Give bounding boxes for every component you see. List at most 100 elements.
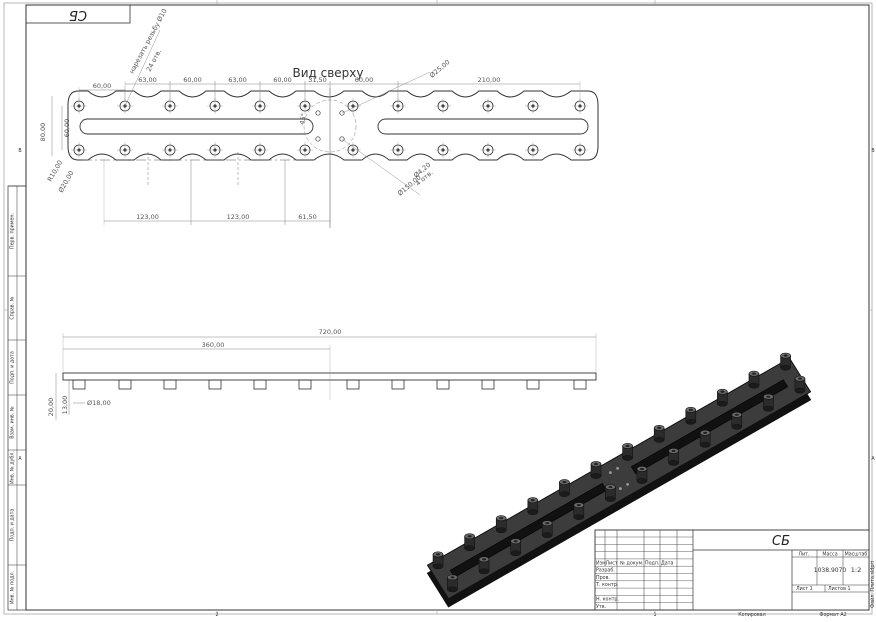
side-strip-label: Инв. № дубл. [10,451,16,484]
corner-stamp-box [25,4,131,24]
iso-pin-hole [562,480,567,484]
title-vert-note: Файл: Плита.sldprt [869,561,876,608]
title-lit: Лит. [798,552,809,558]
iso-pin-base [699,442,711,448]
isometric-view [427,352,811,608]
dimension-label: 60,00 [93,82,112,90]
title-scale: Масштаб [845,552,868,558]
side-pin [208,379,222,390]
side-pin [481,379,495,390]
title-role-cell: Н. контр. [596,597,619,603]
iso-pin-hole [639,467,644,471]
side-plate [62,372,597,381]
leader-line [341,138,421,196]
top-plate-outline [67,90,599,161]
dimension-label: Ø20,00 [57,169,76,194]
iso-center-hole [616,467,620,470]
iso-pin-hole [703,431,708,434]
side-pin [72,379,86,390]
dimension-label: 63,00 [228,76,247,84]
dimension-label: R10,00 [46,159,64,183]
format-label: Формат А2 [819,612,846,618]
iso-pin-hole [657,426,662,429]
title-mass: Масса [822,552,837,558]
side-strip-label: Инв. № подл. [10,571,16,604]
iso-pin-base [478,568,490,575]
iso-pin-base [717,400,728,407]
title-role-cell: Утв. [596,604,606,610]
dimension-label: 31,50 [308,76,327,84]
dimension-label: 123,00 [136,213,159,221]
dimension-label: 60,00 [355,76,374,84]
iso-pin-hole [608,485,613,489]
iso-pin-base [794,387,806,394]
dimension-label: 720,00 [319,328,342,336]
iso-pin-hole [671,449,676,453]
iso-pin-hole [467,535,472,538]
iso-pin-base [573,514,585,520]
iso-pin-hole [450,576,455,579]
side-pin [391,379,405,390]
iso-pin-hole [576,504,581,507]
side-pin [526,379,540,390]
dimension-label: 61,50 [298,213,317,221]
iso-center-hole [626,483,630,486]
iso-plate-top [427,357,811,600]
side-pin [346,379,360,390]
iso-pin-base [559,491,570,497]
dimension-label: 20,00 [47,398,55,417]
dimension-label: 24 отв. [145,48,163,73]
iso-pin-base [495,527,507,534]
title-scale-value: 1:2 [851,566,861,574]
iso-pin-base [636,478,648,484]
iso-pin-hole [783,354,788,357]
border-mark-right: A [871,456,875,462]
iso-pin-base [527,509,539,515]
border-mark-left: A [18,456,22,462]
side-pin [253,379,267,390]
side-strip-label: Подп. и дата [10,351,16,384]
corner-stamp: СБ [69,7,87,22]
iso-pin-base [605,496,616,502]
iso-pin-hole [594,462,599,466]
dimension-label: 60,00 [273,76,292,84]
slot-right [377,118,589,135]
view-title: Вид сверху [292,66,363,80]
iso-pin-base [447,586,458,593]
iso-pin-base [590,473,602,479]
iso-pin-hole [751,372,756,375]
iso-pin-base [780,364,791,371]
title-role-cell: Т. контр. [595,582,618,588]
iso-pin-base [763,405,774,412]
iso-pin-base [653,437,665,443]
iso-center-hole [618,487,622,490]
dimension-label: 210,00 [478,76,501,84]
copied-label: Копировал [738,612,765,618]
iso-pin-base [464,545,475,552]
side-pin [573,379,587,390]
side-strip-label: Подп. и дата [10,509,16,542]
dimension-label: 45° [298,113,308,126]
leader-line [341,71,431,114]
dimension-label: Ø25,00 [428,58,451,79]
leader-line [124,29,161,107]
slot-left [79,118,314,135]
border-mark-bottom: 1 [653,612,656,618]
side-strip-label: Перв. примен. [10,213,16,249]
iso-pin-hole [688,408,693,411]
iso-pin-hole [513,540,518,543]
title-header-cell: Лист [606,561,618,567]
iso-pin-hole [625,444,630,448]
iso-pin-base [731,423,743,430]
center-hole [315,136,321,142]
dimension-label: 123,00 [227,213,250,221]
border-mark-bottom: 2 [215,612,218,618]
iso-center-hole [608,471,612,474]
iso-pin-base [541,532,553,539]
border-mark-left: B [18,148,21,154]
dimension-label: 13,00 [61,396,69,415]
